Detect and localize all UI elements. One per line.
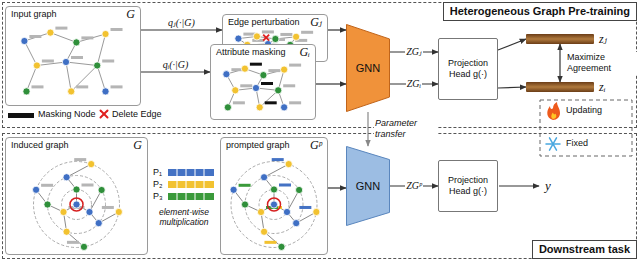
connector (559, 44, 560, 82)
edge-label: qᵢ(·|G) (162, 59, 190, 71)
graph-illustration (221, 138, 327, 254)
node-title: zⱼ (599, 33, 607, 46)
node-title: Attribute masking (216, 47, 286, 58)
node-title: Input graph (11, 9, 57, 20)
node-title: Downstream task (532, 240, 637, 259)
prompt-name: P₃ (153, 191, 163, 202)
embedding-bar: zⱼ (526, 34, 594, 44)
node-title: GNN (356, 180, 380, 193)
graph-symbol: G (133, 139, 142, 152)
graph-symbol: Gᵢ (299, 46, 310, 59)
projection-head: Projection Head g(·) (438, 38, 498, 100)
legend-frame (540, 100, 632, 156)
projection-head: Projection Head g(·) (438, 160, 498, 212)
node-title: prompted graph (226, 140, 290, 151)
connector (141, 29, 222, 30)
node-title: GNN (356, 62, 380, 75)
output-arrow (499, 185, 539, 186)
legend-text: Updating (566, 105, 602, 116)
edge-label: ZGᵖ (405, 180, 423, 192)
node-title: Induced graph (11, 140, 69, 151)
graph-symbol: G (126, 8, 135, 21)
graph-box: prompted graph Gᵖ (220, 137, 328, 255)
connector (498, 87, 526, 88)
embedding-bar: zᵢ (526, 82, 594, 92)
fire-icon (547, 102, 560, 120)
connector (316, 83, 346, 84)
gnn-encoder: GNN (346, 24, 390, 112)
legend-swatch (8, 113, 34, 118)
graph-illustration (6, 138, 147, 254)
prompt-name: P₂ (153, 179, 163, 190)
connector (367, 112, 368, 146)
node-title: Heterogeneous Graph Pre-training (443, 2, 637, 21)
edge-label: qⱼ(·|G) (167, 17, 196, 29)
legend-text: Delete Edge (112, 109, 162, 120)
gnn-encoder: GNN (346, 146, 390, 226)
legend-text: Fixed (566, 138, 588, 149)
connector (141, 71, 210, 72)
graph-box: Induced graph G (5, 137, 148, 255)
legend-text: Masking Node (38, 109, 96, 120)
section-panel: Input graph G Edge perturbation GⱼAttribute… (2, 2, 637, 128)
node-title: Projection Head g(·) (442, 58, 494, 80)
operation-note: element-wise multiplication (151, 207, 217, 227)
graph-symbol: Gⱼ (310, 16, 322, 29)
output-symbol: y (545, 178, 551, 193)
section-panel: Induced graph Gprompted graph GᵖGNN Project… (2, 133, 637, 259)
edge-label: ZGᵢ (406, 78, 422, 90)
edge-label: Parameter transfer (374, 118, 438, 140)
edge-label: Maximize Agreement (566, 52, 638, 74)
node-title: zᵢ (599, 81, 606, 94)
edge-label: ZGⱼ (405, 46, 422, 58)
connector (328, 187, 346, 188)
prompt-name: P₁ (153, 167, 162, 178)
graph-box: Input graph G (5, 6, 141, 106)
delete-edge-icon (101, 111, 108, 118)
connector (498, 39, 526, 50)
node-title: Projection Head g(·) (442, 175, 494, 197)
snowflake-icon (546, 138, 560, 150)
graph-symbol: Gᵖ (310, 139, 322, 152)
graph-box: Attribute masking Gᵢ (210, 44, 316, 120)
prompt-vectors (168, 169, 214, 200)
connector (328, 29, 346, 30)
graph-illustration (6, 7, 140, 105)
node-title: Edge perturbation (228, 17, 300, 28)
